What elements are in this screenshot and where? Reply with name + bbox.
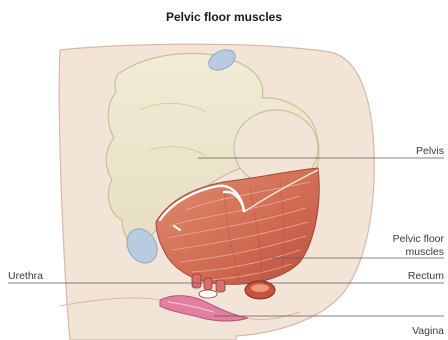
label-pelvic-floor-line1: Pelvic floor [393,233,445,245]
label-urethra: Urethra [8,270,43,282]
label-vagina: Vagina [412,325,444,337]
label-rectum: Rectum [408,270,444,282]
label-pelvis: Pelvis [416,145,444,157]
label-pelvic-floor-line2: muscles [405,246,444,258]
